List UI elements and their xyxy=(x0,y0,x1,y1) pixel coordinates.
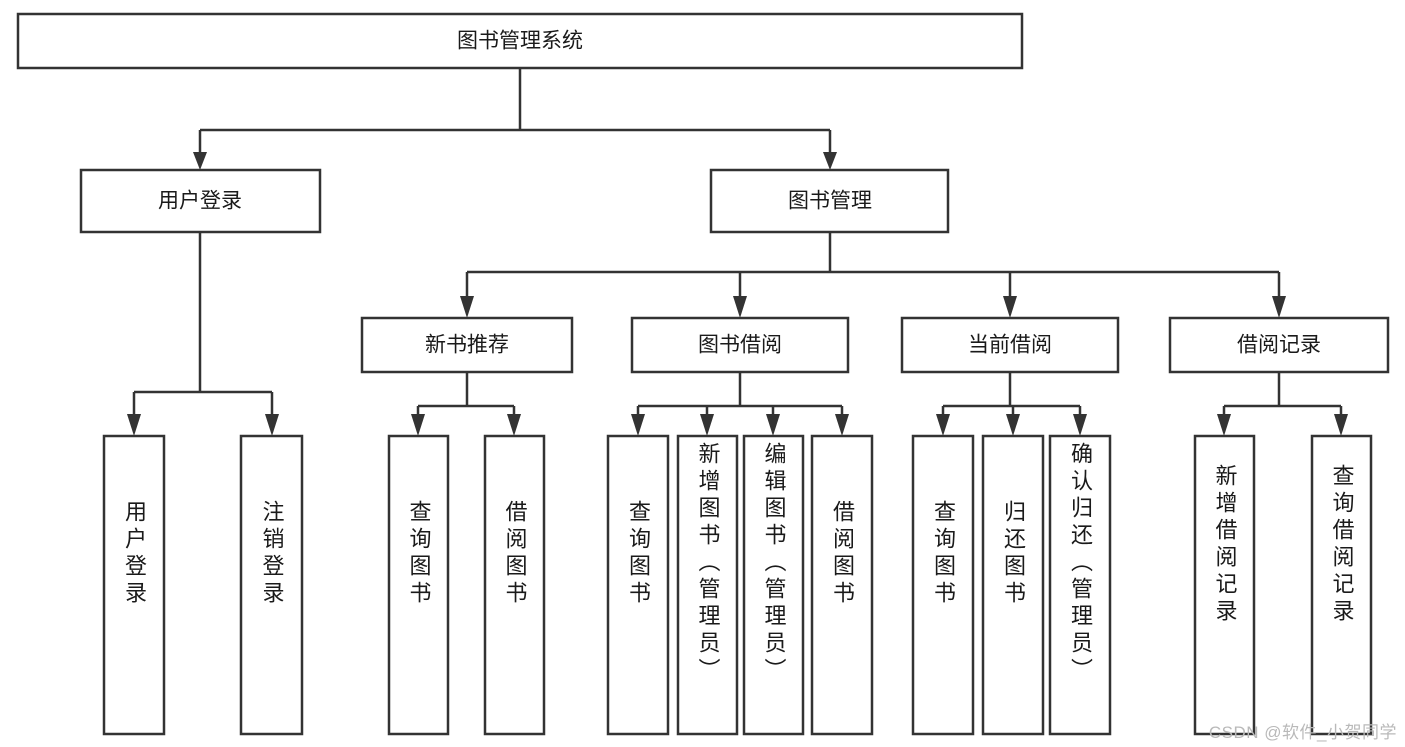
arrow-head-book-manage xyxy=(823,152,837,170)
arrow-head-leaf-add-record xyxy=(1217,414,1231,436)
node-root[interactable]: 图书管理系统 xyxy=(16,12,1024,70)
node-user-login[interactable]: 用户登录 xyxy=(79,168,322,234)
leaf-label-query-book-3: 查询图书 xyxy=(931,500,956,608)
node-book-borrow[interactable]: 图书借阅 xyxy=(630,316,850,374)
arrow-head-leaf-query-book-1 xyxy=(411,414,425,436)
node-root-box[interactable] xyxy=(16,12,1024,70)
connector-group-current-borrow xyxy=(936,372,1087,436)
leaf-label-borrow-book-2: 借阅图书 xyxy=(830,500,855,608)
arrow-head-leaf-borrow-book-1 xyxy=(507,414,521,436)
node-current-borrow-box[interactable] xyxy=(900,316,1120,374)
connector-group-book-manage xyxy=(460,232,1286,318)
node-current-borrow-label: 当前借阅 xyxy=(968,334,1052,357)
leaf-label-query-book-2-wrap[interactable]: 查询图书 xyxy=(608,436,668,734)
connector-group-user-login xyxy=(127,232,279,436)
arrow-head-leaf-user-login xyxy=(127,414,141,436)
node-user-login-box[interactable] xyxy=(79,168,322,234)
leaf-label-logout: 注销登录 xyxy=(259,500,285,608)
csdn-watermark: CSDN @软件_小贺同学 xyxy=(1208,723,1397,742)
leaf-box-borrow-book-2[interactable] xyxy=(810,434,874,736)
leaf-box-logout[interactable] xyxy=(239,434,304,736)
arrow-head-borrow-record xyxy=(1272,296,1286,318)
arrow-head-leaf-query-book-3 xyxy=(936,414,950,436)
arrow-head-leaf-confirm-return xyxy=(1073,414,1087,436)
node-borrow-record-box[interactable] xyxy=(1168,316,1390,374)
arrow-head-leaf-query-book-2 xyxy=(631,414,645,436)
leaf-label-user-login-wrap[interactable]: 用户登录 xyxy=(104,436,164,734)
node-book-borrow-label: 图书借阅 xyxy=(698,334,782,357)
leaf-box-borrow-book-1[interactable] xyxy=(483,434,546,736)
leaf-label-edit-book-wrap[interactable]: 编辑图书（管理员） xyxy=(744,436,803,734)
leaf-box-edit-book[interactable] xyxy=(742,434,805,736)
leaf-box-query-book-3[interactable] xyxy=(911,434,975,736)
arrow-head-book-borrow xyxy=(733,296,747,318)
node-root-label: 图书管理系统 xyxy=(457,30,583,53)
connector-group-book-borrow xyxy=(631,372,849,436)
node-new-book-recommend-box[interactable] xyxy=(360,316,574,374)
leaf-label-add-book: 新增图书（管理员） xyxy=(695,442,721,685)
arrow-head-leaf-query-record xyxy=(1334,414,1348,436)
node-borrow-record[interactable]: 借阅记录 xyxy=(1168,316,1390,374)
arrow-head-new-book-recommend xyxy=(460,296,474,318)
leaf-label-return-book: 归还图书 xyxy=(1001,500,1026,608)
leaf-box-query-record[interactable] xyxy=(1310,434,1373,736)
leaf-label-query-book-3-wrap[interactable]: 查询图书 xyxy=(913,436,973,734)
leaf-label-user-login: 用户登录 xyxy=(122,500,147,608)
leaf-label-logout-wrap[interactable]: 注销登录 xyxy=(241,436,302,734)
leaf-label-add-record-wrap[interactable]: 新增借阅记录 xyxy=(1195,436,1254,734)
arrow-head-leaf-logout xyxy=(265,414,279,436)
leaf-box-add-book[interactable] xyxy=(676,434,739,736)
leaf-box-query-book-2[interactable] xyxy=(606,434,670,736)
node-book-borrow-box[interactable] xyxy=(630,316,850,374)
node-current-borrow[interactable]: 当前借阅 xyxy=(900,316,1120,374)
leaf-box-return-book[interactable] xyxy=(981,434,1045,736)
leaf-box-query-book-1[interactable] xyxy=(387,434,450,736)
arrow-head-leaf-borrow-book-2 xyxy=(835,414,849,436)
leaf-label-confirm-return-wrap[interactable]: 确认归还（管理员） xyxy=(1050,436,1110,734)
leaf-label-query-book-1: 查询图书 xyxy=(406,500,432,608)
node-book-manage-label: 图书管理 xyxy=(788,190,872,213)
leaf-box-group xyxy=(102,434,1373,736)
node-book-manage[interactable]: 图书管理 xyxy=(709,168,950,234)
node-borrow-record-label: 借阅记录 xyxy=(1237,334,1321,357)
node-user-login-label: 用户登录 xyxy=(158,190,242,213)
node-book-manage-box[interactable] xyxy=(709,168,950,234)
arrow-head-leaf-edit-book xyxy=(766,414,780,436)
leaf-label-edit-book: 编辑图书（管理员） xyxy=(761,442,787,685)
leaf-label-add-record: 新增借阅记录 xyxy=(1212,464,1238,626)
leaf-label-query-record: 查询借阅记录 xyxy=(1329,464,1355,626)
node-new-book-recommend[interactable]: 新书推荐 xyxy=(360,316,574,374)
leaf-box-add-record[interactable] xyxy=(1193,434,1256,736)
connector-group-root xyxy=(193,68,837,170)
leaf-box-confirm-return[interactable] xyxy=(1048,434,1112,736)
leaf-label-borrow-book-1-wrap[interactable]: 借阅图书 xyxy=(485,436,544,734)
leaf-label-borrow-book-2-wrap[interactable]: 借阅图书 xyxy=(812,436,872,734)
arrow-head-current-borrow xyxy=(1003,296,1017,318)
node-new-book-recommend-label: 新书推荐 xyxy=(425,334,509,357)
leaf-label-query-book-2: 查询图书 xyxy=(626,500,651,608)
arrow-head-leaf-add-book xyxy=(700,414,714,436)
leaf-label-borrow-book-1: 借阅图书 xyxy=(502,500,528,608)
connector-group-borrow-record xyxy=(1217,372,1348,436)
connector-group-new-book-recommend xyxy=(411,372,521,436)
leaf-label-add-book-wrap[interactable]: 新增图书（管理员） xyxy=(678,436,737,734)
arrow-head-leaf-return-book xyxy=(1006,414,1020,436)
leaf-label-query-book-1-wrap[interactable]: 查询图书 xyxy=(389,436,448,734)
leaf-box-user-login[interactable] xyxy=(102,434,166,736)
leaf-label-confirm-return: 确认归还（管理员） xyxy=(1068,442,1093,685)
arrow-head-user-login xyxy=(193,152,207,170)
leaf-label-return-book-wrap[interactable]: 归还图书 xyxy=(983,436,1043,734)
leaf-label-query-record-wrap[interactable]: 查询借阅记录 xyxy=(1312,436,1371,734)
